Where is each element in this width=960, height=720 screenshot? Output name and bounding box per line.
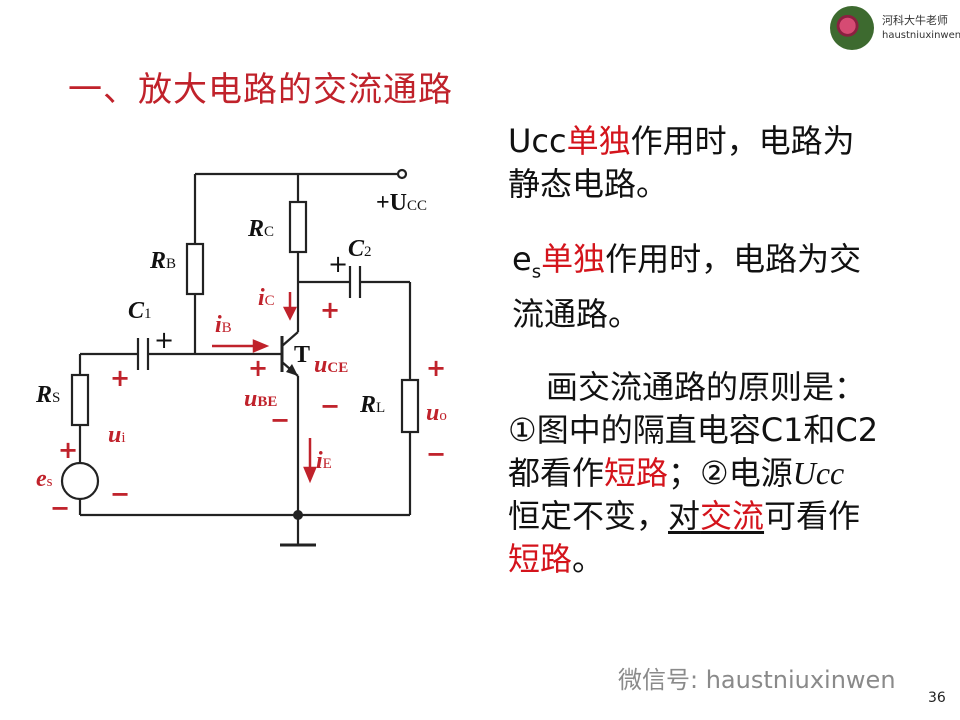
uce-minus: − xyxy=(320,392,340,420)
rb-resistor xyxy=(185,242,205,296)
ic-label: iC xyxy=(258,285,275,311)
es-plus: + xyxy=(58,436,78,464)
ib-arrow-head xyxy=(252,339,270,353)
brand-logo xyxy=(830,6,874,50)
brand-name: 河科大牛老师 xyxy=(882,14,948,27)
ib-label: iB xyxy=(215,312,232,338)
c2-plus: + xyxy=(328,250,348,278)
ucc-text: Ucc xyxy=(508,122,567,160)
ube-plus: + xyxy=(248,354,268,382)
uce-label: uCE xyxy=(314,352,348,378)
ie-arrow-head xyxy=(303,466,317,484)
p3-short-circuit-2: 短路 xyxy=(508,540,573,578)
p2-emphasis: 单独 xyxy=(541,240,606,278)
ui-plus: + xyxy=(110,364,130,392)
emitter-arrow xyxy=(286,364,298,376)
p3-line3-a: 都看作 xyxy=(508,454,605,492)
transistor-label: T xyxy=(294,342,310,368)
paragraph-ac: es单独作用时，电路为交 流通路。 xyxy=(512,238,861,336)
rl-resistor xyxy=(400,378,420,434)
es-text: e xyxy=(512,240,532,278)
ie-label: iE xyxy=(316,448,332,474)
uo-label: uo xyxy=(426,400,447,426)
brand-handle: haustniuxinwen xyxy=(882,30,960,41)
uce-plus: + xyxy=(320,296,340,324)
p1-emphasis: 单独 xyxy=(566,122,631,160)
c2-label: C2 xyxy=(348,236,372,262)
rc-label: RC xyxy=(247,216,274,242)
p3-line4-b: 可看作 xyxy=(764,497,861,535)
p3-line5-b: 。 xyxy=(572,540,605,578)
vcc-label: +UCC xyxy=(376,190,427,216)
wechat-watermark: 微信号: haustniuxinwen xyxy=(618,666,896,694)
p3-line2: ①图中的隔直电容C1和C2 xyxy=(508,411,879,449)
ube-label: uBE xyxy=(244,386,277,412)
paragraph-static: Ucc单独作用时，电路为 静态电路。 xyxy=(508,120,855,206)
es-label: es xyxy=(36,466,53,492)
ic-arrow-head xyxy=(282,306,298,321)
p1-line2: 静态电路。 xyxy=(508,165,669,203)
p3-ucc: Ucc xyxy=(792,455,845,491)
circuit-wires xyxy=(60,168,420,547)
rs-resistor xyxy=(70,373,90,427)
ube-minus: − xyxy=(270,406,290,434)
uo-minus: − xyxy=(426,440,446,468)
p3-ac: 交流 xyxy=(700,497,765,535)
p3-line3-b: ；②电源 xyxy=(668,454,793,492)
rs-label: RS xyxy=(35,382,60,408)
rl-label: RL xyxy=(359,392,385,418)
es-sub: s xyxy=(531,261,542,283)
uo-plus: + xyxy=(426,354,446,382)
p2-line1: es单独作用时，电路为交 xyxy=(512,238,861,293)
p2-line2: 流通路。 xyxy=(512,295,641,334)
p1-line1-rest: 作用时，电路为 xyxy=(630,122,855,160)
p3-line1: 画交流通路的原则是： xyxy=(546,368,867,406)
p3-dui: 对 xyxy=(668,497,701,535)
p3-line5: 短路。 xyxy=(508,538,878,581)
rb-label: RB xyxy=(149,248,176,274)
c1-plus: + xyxy=(154,326,174,354)
p3-short-circuit-1: 短路 xyxy=(604,454,669,492)
page-number: 36 xyxy=(928,690,946,706)
p2-line1-rest: 作用时，电路为交 xyxy=(605,240,862,278)
ground-node xyxy=(293,510,303,520)
ui-minus: − xyxy=(110,480,130,508)
c1-label: C1 xyxy=(128,298,152,324)
rc-resistor xyxy=(288,200,308,254)
p1-line1: Ucc单独作用时，电路为 xyxy=(508,120,855,163)
ui-label: ui xyxy=(108,422,126,448)
p3-line4: 恒定不变，对交流可看作 xyxy=(508,495,878,538)
paragraph-principle: 画交流通路的原则是： ①图中的隔直电容C1和C2 都看作短路；②电源Ucc 恒定… xyxy=(508,366,878,581)
es-minus: − xyxy=(50,494,70,522)
slide-title: 一、放大电路的交流通路 xyxy=(68,70,453,110)
p3-line4-a: 恒定不变， xyxy=(508,497,669,535)
p3-underlined: 对交流 xyxy=(668,497,764,535)
p3-line3: 都看作短路；②电源Ucc xyxy=(508,452,878,495)
